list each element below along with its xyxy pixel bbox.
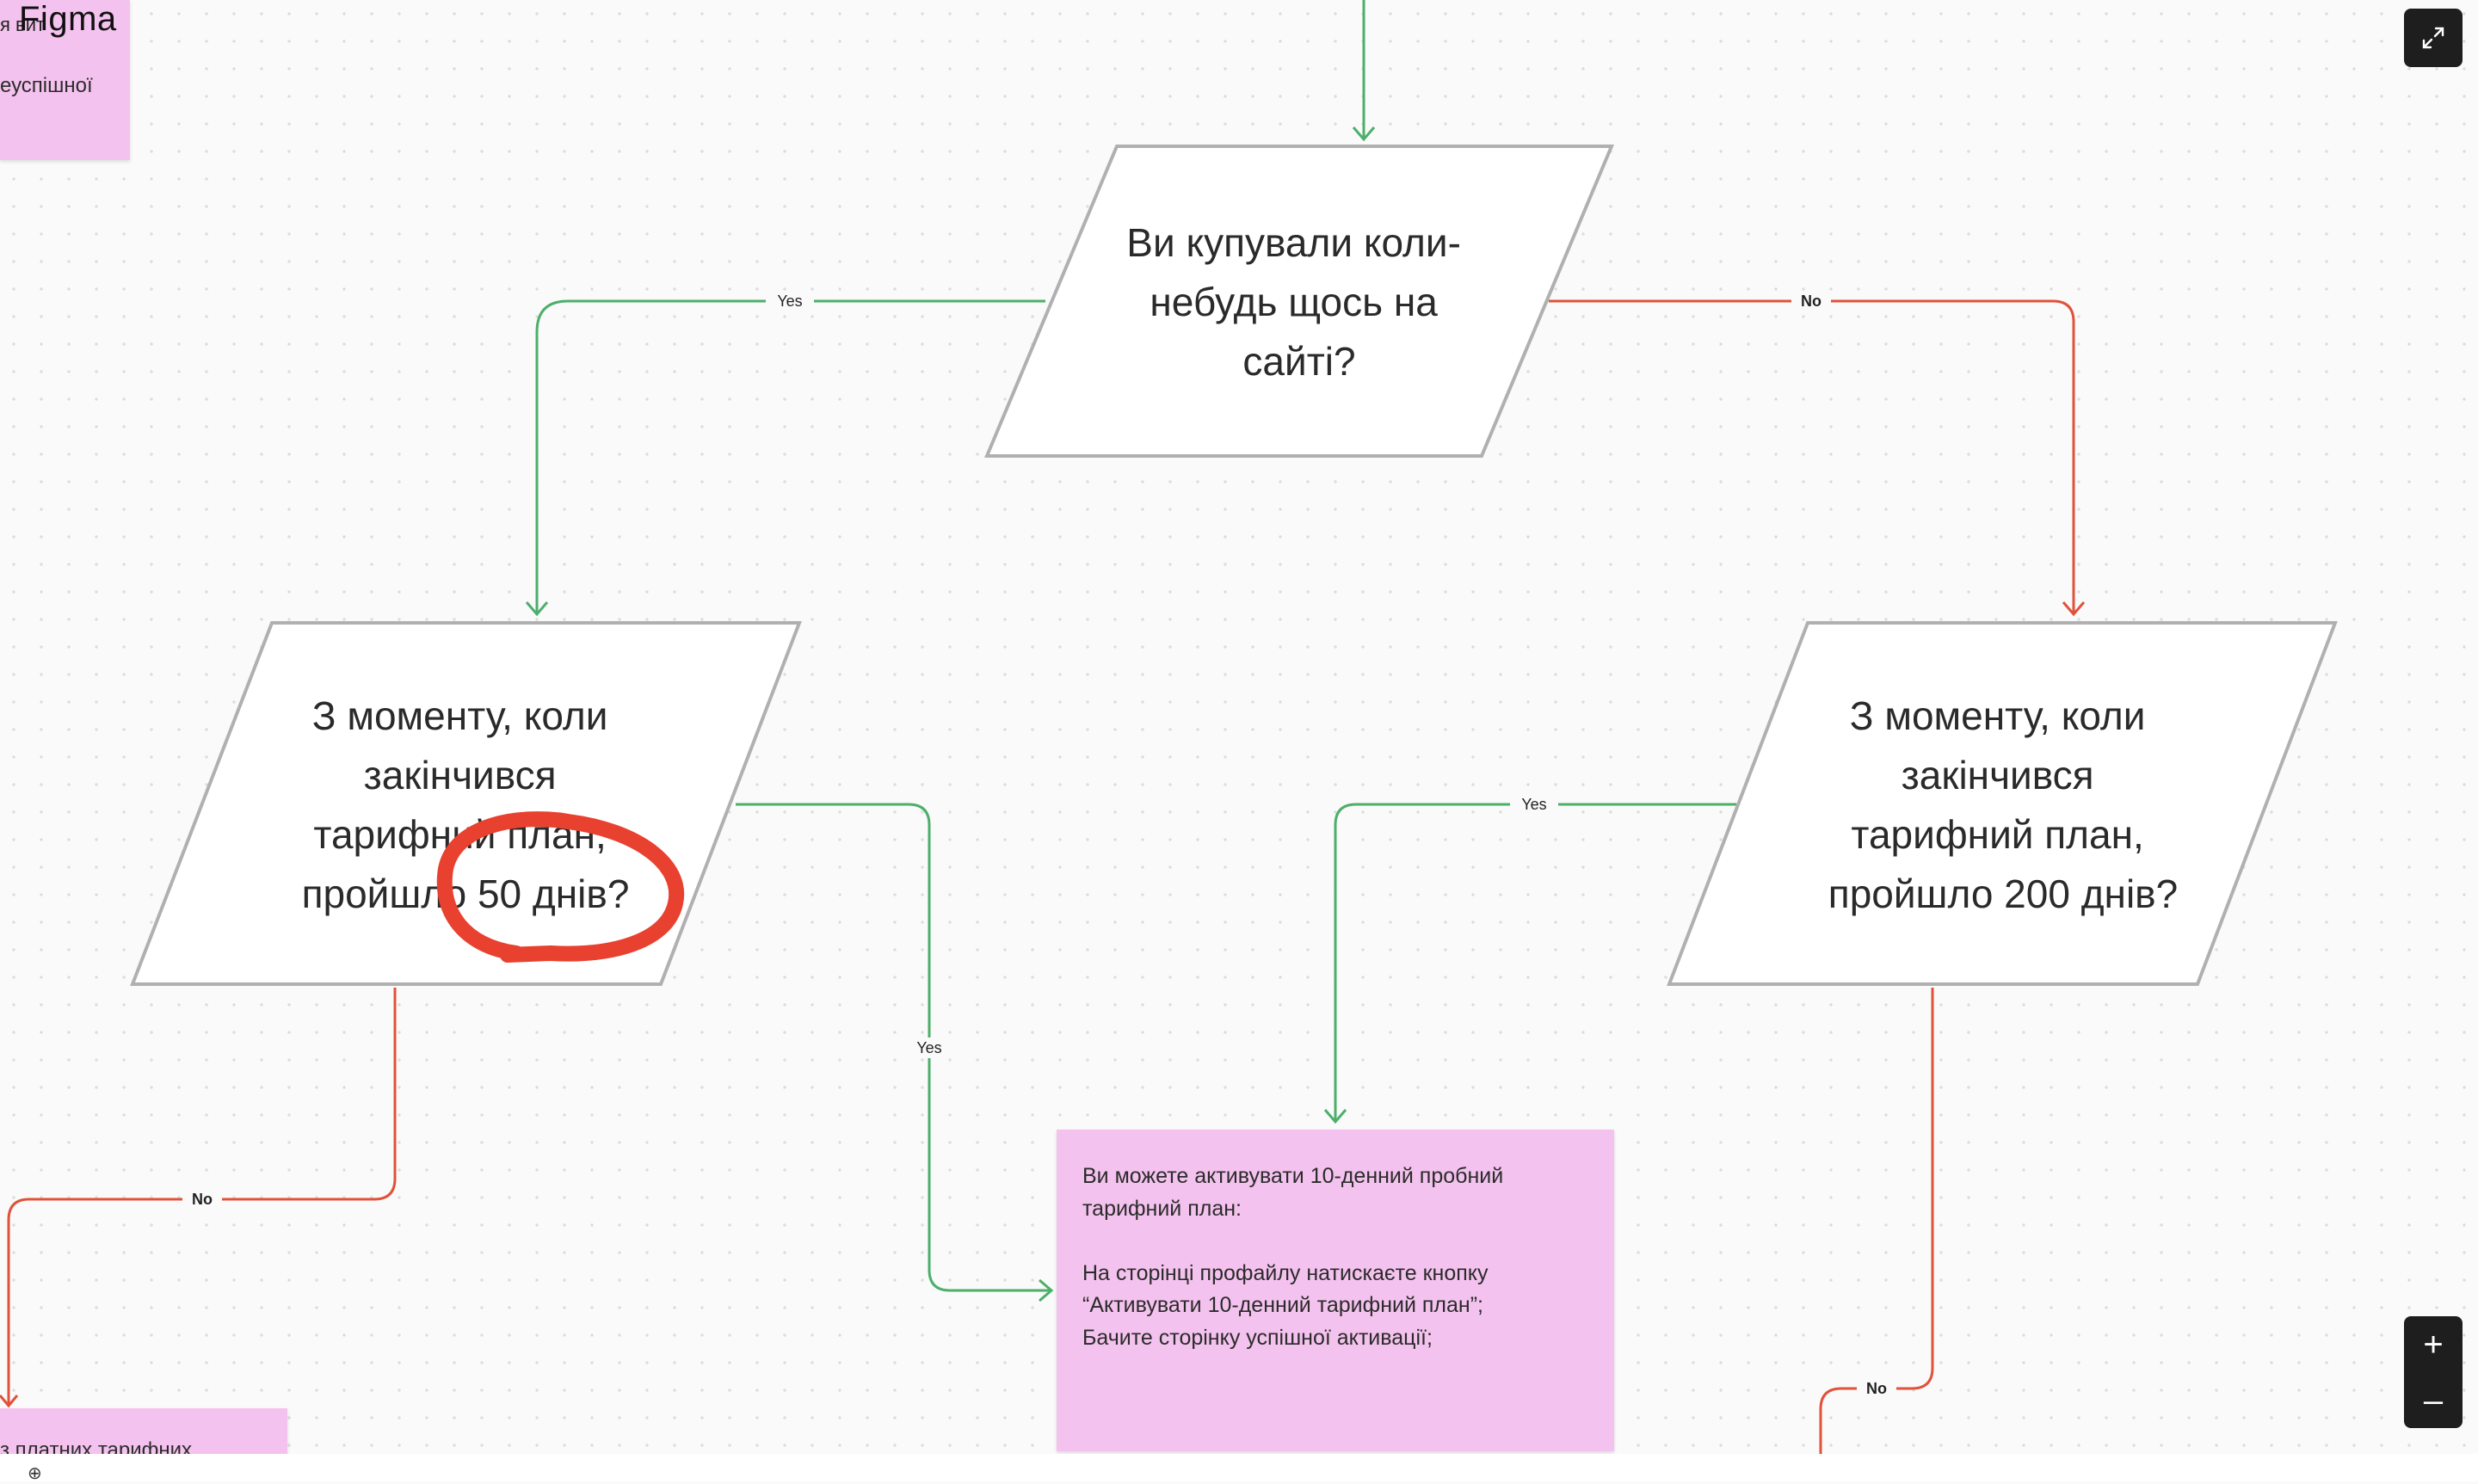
sticky-note-bottom-left[interactable]: з платних тарифних: [0, 1408, 287, 1460]
node-bought-line-1: Ви купували коли-: [1126, 220, 1461, 265]
annotation-red-circle: [436, 811, 685, 963]
decision-node-bought[interactable]: Ви купували коли- небудь щось на сайті?: [983, 145, 1615, 458]
edge-label-no-2: No: [192, 1191, 213, 1208]
edge-label-yes-1: Yes: [777, 292, 802, 310]
edge-label-no-3: No: [1866, 1380, 1887, 1397]
svg-text:З моменту, коли закінчив: З моменту, коли закінчився тарифний план…: [1828, 693, 2178, 916]
edge-yes-q200-to-activation: Yes: [1323, 794, 1736, 1124]
zoom-in-button[interactable]: +: [2423, 1325, 2444, 1364]
edge-no-to-q200: No: [1549, 291, 2086, 617]
figma-logo[interactable]: Figma: [19, 0, 117, 38]
decision-node-50-days[interactable]: З моменту, коли закінчився тарифний план…: [130, 621, 802, 986]
edge-label-yes-3: Yes: [1521, 796, 1546, 813]
node-bought-line-2: небудь щось на: [1150, 280, 1438, 324]
node-50-line-2: закінчився: [364, 753, 557, 797]
bottom-bar: [0, 1454, 2478, 1481]
edge-label-no-1: No: [1801, 292, 1822, 310]
edge-top-into-q-bought: [1352, 0, 1376, 142]
edge-no-from-q200: No: [1819, 988, 1934, 1462]
edge-no-from-q50: No: [0, 988, 397, 1408]
sticky-note-activation[interactable]: Ви можете активувати 10-денний пробний т…: [1057, 1130, 1614, 1451]
brand-fragment: я вит: [0, 14, 46, 35]
node-bought-line-3: сайті?: [1242, 339, 1355, 384]
expand-arrows-icon[interactable]: [2404, 9, 2463, 67]
decision-node-200-days[interactable]: З моменту, коли закінчився тарифний план…: [1667, 621, 2338, 986]
bottom-corner-icon: ⊕: [28, 1464, 42, 1483]
edge-yes-to-q50: Yes: [525, 291, 1045, 617]
edge-yes-q50-to-activation: Yes: [736, 803, 1054, 1302]
edge-label-yes-2: Yes: [916, 1039, 941, 1056]
node-50-line-1: З моменту, коли: [312, 693, 608, 738]
node-200-line-4: пройшло 200 днів?: [1828, 871, 2178, 916]
sticky-top-left-text: еуспішної: [0, 74, 93, 97]
zoom-controls: + –: [2404, 1316, 2463, 1428]
svg-text:Ви купували коли- небудь: Ви купували коли- небудь щось на сайті?: [1126, 220, 1471, 384]
node-200-line-2: закінчився: [1902, 753, 2094, 797]
node-200-line-3: тарифний план,: [1851, 812, 2143, 857]
zoom-out-button[interactable]: –: [2423, 1381, 2444, 1419]
expand-icon-glyph: [2422, 27, 2444, 49]
sticky-note-top-left[interactable]: еуспішної: [0, 0, 130, 160]
sticky-activation-text: Ви можете активувати 10-денний пробний т…: [1082, 1164, 1504, 1350]
node-50-line-4: пройшло 50 днів?: [302, 871, 630, 916]
node-200-line-1: З моменту, коли: [1850, 693, 2146, 738]
